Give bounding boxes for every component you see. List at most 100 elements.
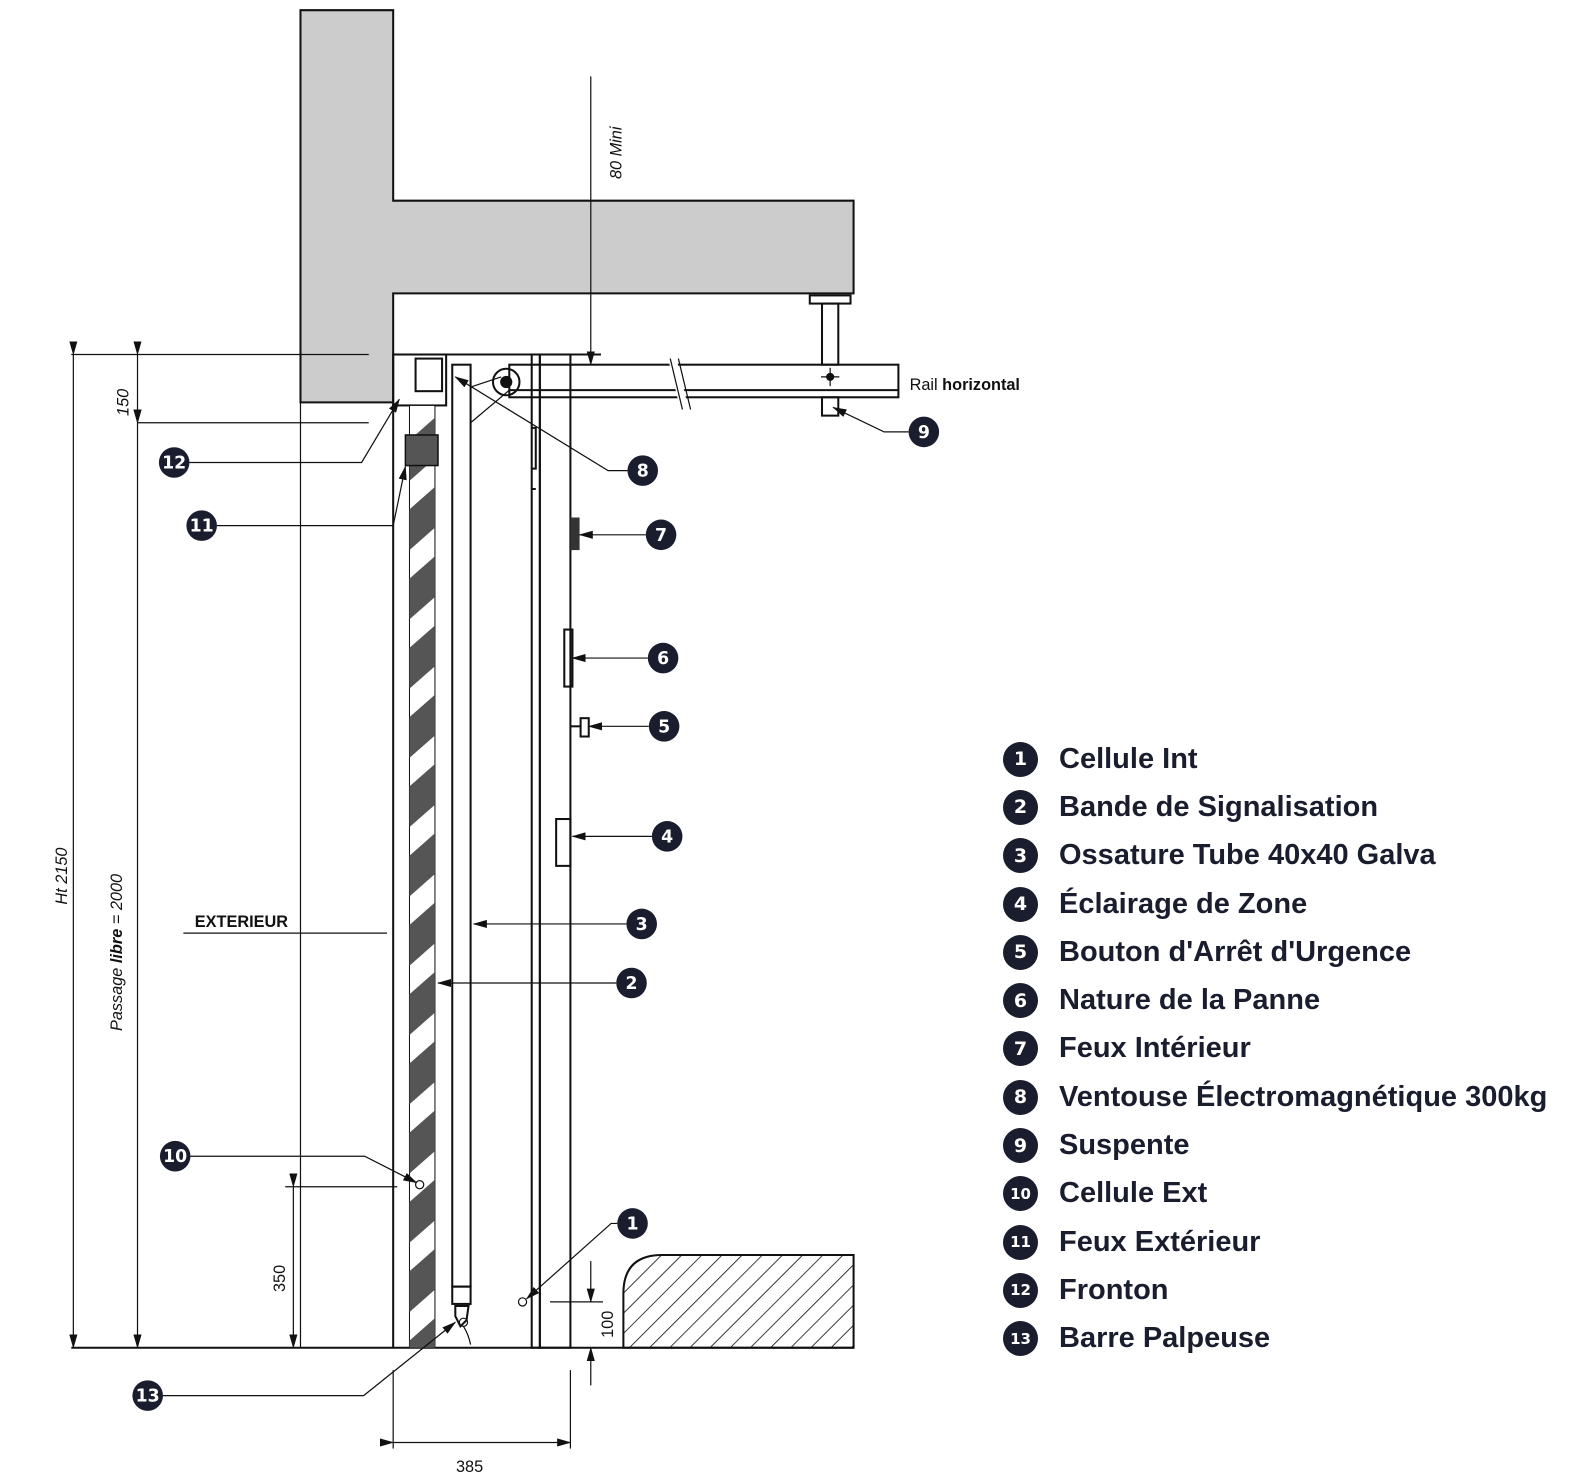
exterieur-label: EXTERIEUR (195, 913, 288, 931)
ext-light (404, 434, 439, 467)
legend-label: Suspente (1059, 1129, 1190, 1162)
callout-number: 12 (162, 454, 186, 474)
callout-badge (617, 1208, 648, 1239)
signal-stripe (409, 902, 435, 966)
callout-badge (627, 455, 659, 486)
dimensions (69, 76, 604, 1449)
legend-number-badge: 5 (1003, 934, 1038, 970)
hatched-curb (622, 1254, 855, 1349)
callout-number: 9 (918, 423, 930, 443)
emergency-button (579, 717, 590, 738)
callout-3: 3 (472, 908, 657, 940)
callout-badge (186, 510, 217, 541)
callout-number: 2 (626, 974, 638, 994)
legend-item: 9 Suspente (1003, 1121, 1547, 1169)
signal-stripe (409, 625, 435, 689)
legend-item: 1 Cellule Int (1003, 735, 1547, 783)
signal-band (408, 404, 436, 1349)
legend-number-badge: 1 (1003, 741, 1038, 777)
callout-leader (190, 1155, 418, 1184)
callout-badge (132, 1380, 163, 1411)
callout-number: 8 (637, 462, 649, 482)
signal-stripe (409, 1041, 435, 1105)
callout-number: 1 (627, 1214, 639, 1234)
legend-number-badge: 13 (1003, 1321, 1038, 1357)
concrete-structure (299, 9, 855, 1348)
callout-4: 4 (571, 821, 683, 852)
callout-13: 13 (132, 1321, 457, 1411)
signal-stripe (409, 1318, 435, 1348)
callout-6: 6 (571, 642, 679, 674)
dim-350: 350 (271, 1265, 289, 1292)
rail-horizontal-label: Rail horizontal (910, 376, 1020, 394)
electromagnet (470, 367, 521, 424)
legend-number-badge: 4 (1003, 886, 1038, 922)
callout-number: 3 (636, 915, 648, 935)
int-cell-sensor (517, 1297, 528, 1307)
legend-item: 10 Cellule Ext (1003, 1170, 1547, 1218)
door-frame-int (517, 353, 590, 1349)
callout-badge (616, 967, 647, 999)
callout-leader (189, 398, 400, 464)
legend-number-badge: 3 (1003, 838, 1038, 874)
signal-stripe (409, 556, 435, 620)
callout-number: 5 (658, 717, 670, 737)
legend-label: Feux Intérieur (1059, 1032, 1251, 1065)
dim-80-mini: 80 Mini (607, 126, 625, 179)
legend-number-badge: 12 (1003, 1272, 1038, 1308)
signal-stripe (409, 486, 435, 551)
legend-label: Ventouse Électromagnétique 300kg (1059, 1080, 1548, 1113)
signal-stripe (409, 971, 435, 1035)
callout-10: 10 (159, 1140, 418, 1184)
callout-number: 11 (190, 517, 214, 537)
legend-number-badge: 10 (1003, 1176, 1038, 1212)
callout-badge (647, 642, 679, 674)
ht-dimension: Ht 2150 (53, 848, 71, 905)
callout-leader (832, 406, 909, 433)
passage-dimension: Passage libre = 2000 (108, 874, 126, 1031)
signal-stripe (409, 1179, 435, 1243)
legend-label: Feux Extérieur (1059, 1225, 1261, 1258)
callout-badge (908, 416, 940, 448)
callout-badge (648, 711, 680, 742)
signal-stripe (409, 1248, 435, 1313)
legend-number-badge: 11 (1003, 1224, 1038, 1260)
callout-7: 7 (578, 519, 677, 551)
legend-label: Nature de la Panne (1059, 984, 1321, 1017)
callout-5: 5 (587, 711, 680, 742)
callout-badge (159, 1140, 191, 1172)
callout-badge (651, 821, 683, 852)
ext-cell-sensor (414, 1180, 425, 1190)
dim-100: 100 (599, 1311, 617, 1338)
legend-label: Fronton (1059, 1273, 1169, 1306)
legend-label: Cellule Int (1059, 742, 1198, 775)
callout-11: 11 (186, 465, 407, 541)
dim-150: 150 (114, 389, 132, 416)
callout-number: 13 (136, 1387, 160, 1407)
callout-leader (216, 465, 407, 527)
callout-12: 12 (158, 398, 400, 478)
signal-stripe (409, 833, 435, 897)
signal-stripe (409, 694, 435, 758)
callout-number: 10 (163, 1147, 187, 1167)
legend-item: 6 Nature de la Panne (1003, 976, 1547, 1024)
callout-badge (645, 519, 677, 551)
frame-tube (451, 363, 472, 1345)
signal-stripe (409, 764, 435, 828)
callout-badge (626, 908, 657, 940)
legend-label: Cellule Ext (1059, 1177, 1208, 1210)
dim-385: 385 (456, 1458, 483, 1472)
callout-leader (162, 1321, 457, 1397)
legend-number-badge: 6 (1003, 983, 1038, 1019)
legend-number-badge: 7 (1003, 1031, 1038, 1067)
legend-number-badge: 9 (1003, 1128, 1038, 1164)
callout-9: 9 (832, 406, 940, 448)
legend-item: 12 Fronton (1003, 1266, 1547, 1314)
